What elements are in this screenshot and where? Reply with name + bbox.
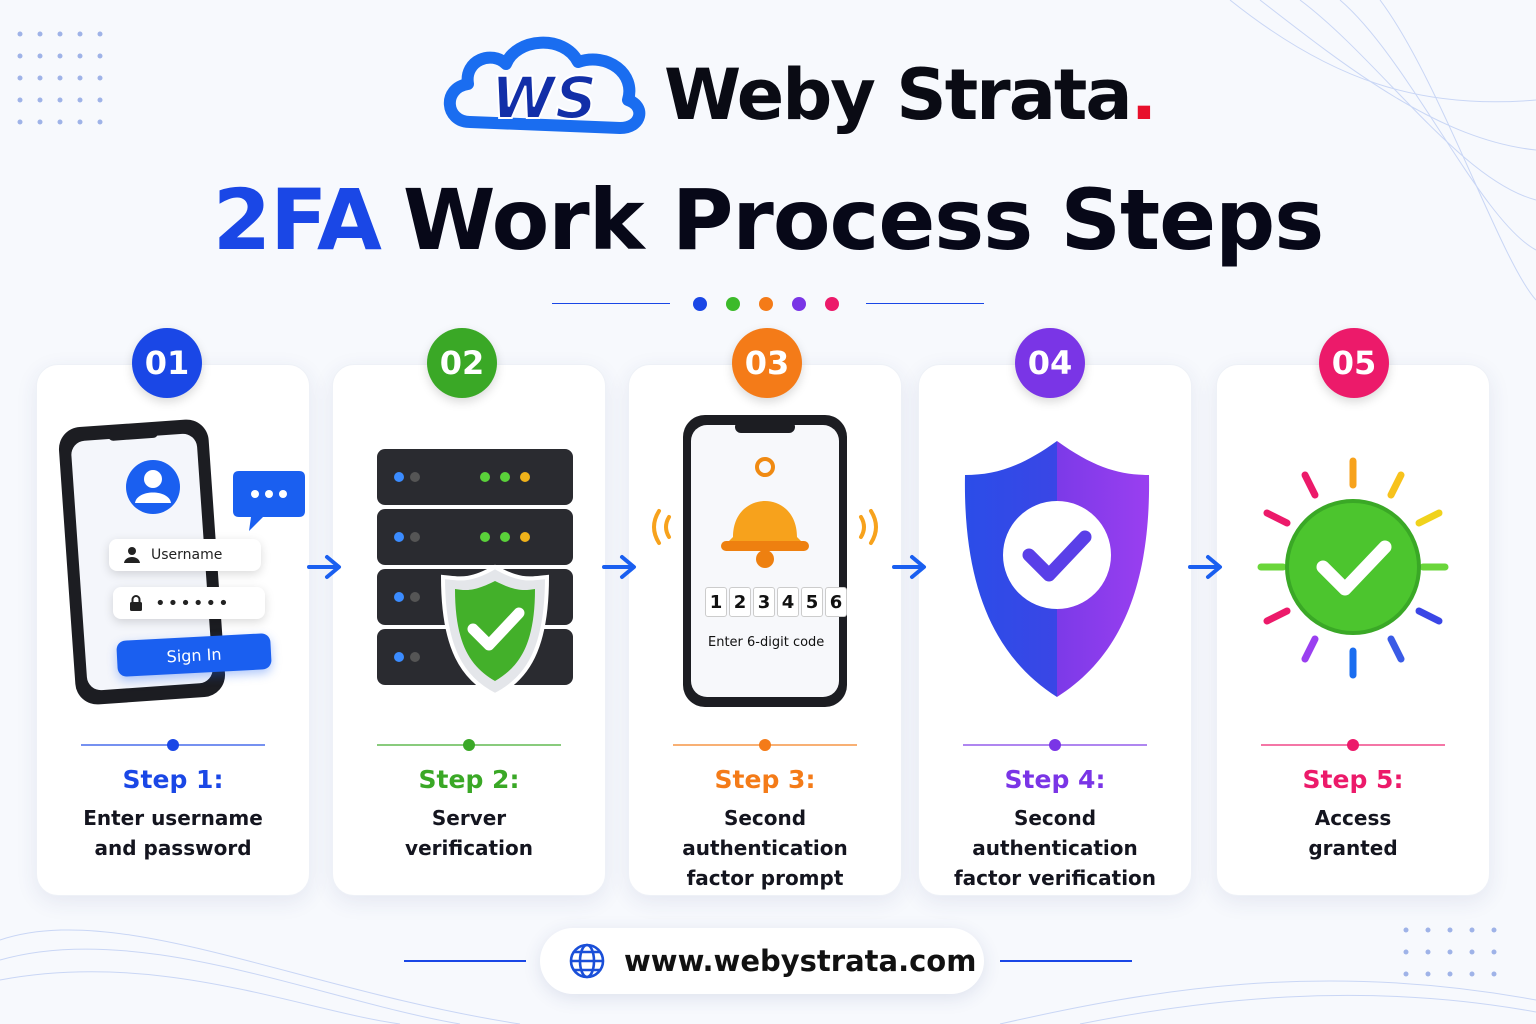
brand-header: WS Weby Strata. [440,26,1157,166]
password-field: •••••• [113,587,265,619]
lock-icon [130,595,142,611]
server-shield-icon [333,405,605,735]
username-field: Username [109,539,261,571]
user-icon [124,547,140,563]
step-badge-5: 05 [1319,328,1389,398]
step-title: Step 1: [122,765,224,794]
arrow-right-icon [602,555,636,579]
step-badge-3: 03 [732,328,802,398]
step-title: Step 4: [1004,765,1106,794]
step-separator [1261,739,1445,751]
arrow-right-icon [307,555,341,579]
website-url: www.webystrata.com [624,944,977,978]
step-separator [963,739,1147,751]
arrow-right-icon [892,555,926,579]
step-title: Step 5: [1302,765,1404,794]
title-divider [552,292,984,316]
step-card-1: Username •••••• Sign In Step 1: Enter us… [36,364,310,896]
shield-check-icon [919,405,1191,735]
phone-login-icon: Username •••••• Sign In [37,405,309,735]
step-title: Step 3: [714,765,816,794]
step-separator [377,739,561,751]
divider-dot [693,297,707,311]
code-label: Enter 6-digit code [708,635,825,650]
cloud-logo-icon: WS [443,36,646,134]
divider-dot [792,297,806,311]
footer-line [404,960,526,962]
footer-line [1000,960,1132,962]
step-separator [81,739,265,751]
globe-icon [569,943,605,979]
title-accent: 2FA [212,171,382,269]
step-title: Step 2: [418,765,520,794]
arrow-right-icon [1188,555,1222,579]
success-check-icon [1217,405,1489,735]
step-separator [673,739,857,751]
divider-dot [759,297,773,311]
website-link[interactable]: www.webystrata.com [540,928,984,994]
step-badge-1: 01 [132,328,202,398]
step-badge-2: 02 [427,328,497,398]
svg-text:WS: WS [491,64,597,132]
step-badge-4: 04 [1015,328,1085,398]
divider-dot [825,297,839,311]
divider-dot [726,297,740,311]
brand-name: Weby Strata. [664,54,1157,136]
title-rest: Work Process Steps [402,171,1324,269]
